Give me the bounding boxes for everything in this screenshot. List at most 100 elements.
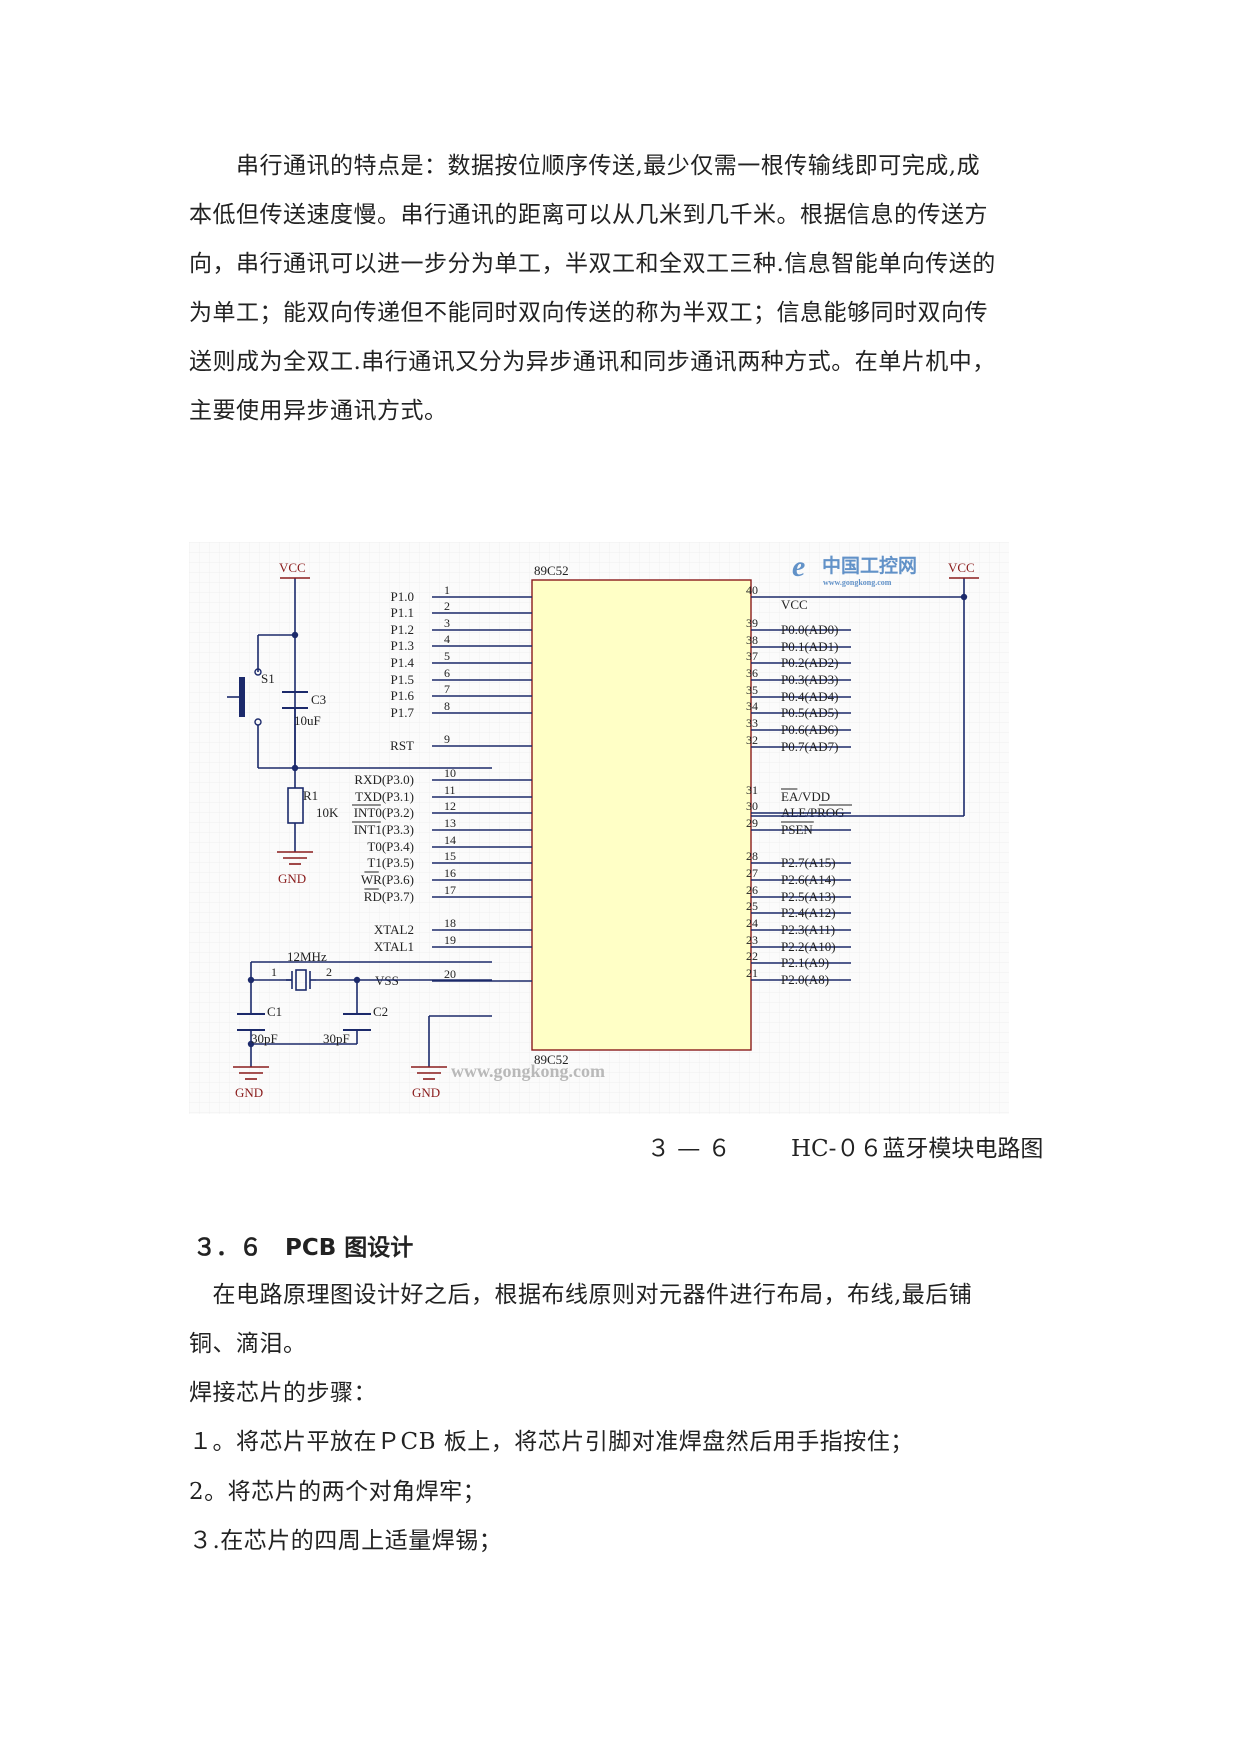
pin-number: 13 — [444, 816, 456, 830]
pin-number: 21 — [746, 966, 758, 980]
left-pins: 1P1.02P1.13P1.24P1.35P1.46P1.57P1.68P1.7… — [352, 583, 532, 988]
pin-label: EA/VDD — [781, 789, 830, 804]
pin-label: TXD(P3.1) — [355, 789, 414, 804]
pin-label: T0(P3.4) — [367, 839, 414, 854]
switch-s1: S1 — [227, 668, 275, 726]
pin-number: 11 — [444, 783, 456, 797]
paragraph-line: 串行通讯的特点是：数据按位顺序传送,最少仅需一根传输线即可完成,成 — [189, 153, 981, 179]
junction-dot — [960, 593, 968, 601]
junction-dot — [291, 631, 299, 639]
pin-label: ALE/PROG — [781, 805, 845, 820]
r1-value: 10K — [316, 805, 339, 820]
ground-symbol — [233, 1066, 269, 1080]
pin-number: 19 — [444, 933, 456, 947]
schematic-figure: 89C52 89C52 1P1.02P1.13P1.24P1.35P1.46P1… — [189, 542, 1009, 1114]
pin-number: 6 — [444, 666, 450, 680]
vcc-right-label: VCC — [948, 560, 975, 575]
pin-label: P2.5(A13) — [781, 889, 836, 904]
pin-number: 38 — [746, 633, 758, 647]
pin-label: P2.7(A15) — [781, 855, 836, 870]
vcc-left-symbol: VCC — [279, 560, 310, 579]
pin-label: P2.3(A11) — [781, 922, 835, 937]
pin-label: P0.3(AD3) — [781, 672, 838, 687]
chip-name-bottom: 89C52 — [534, 1052, 569, 1067]
pin-number: 22 — [746, 949, 758, 963]
paragraph-line: 本低但传送速度慢。串行通讯的距离可以从几米到几千米。根据信息的传送方 — [189, 202, 988, 228]
capacitor-c3: C3 10uF — [282, 691, 326, 728]
junction-dot — [353, 976, 361, 984]
vcc-left-label: VCC — [279, 560, 306, 575]
pin-label: P1.0 — [391, 589, 414, 604]
pin-number: 9 — [444, 732, 450, 746]
ground-symbol — [411, 1066, 447, 1080]
pin-label: P2.4(A12) — [781, 905, 836, 920]
c3-label: C3 — [311, 692, 326, 707]
pin-number: 25 — [746, 899, 758, 913]
paragraph-line: 主要使用异步通讯方式。 — [189, 398, 448, 424]
c1-value: 30pF — [251, 1031, 278, 1046]
pin-number: 24 — [746, 916, 758, 930]
pin-number: 26 — [746, 883, 758, 897]
pin-label: P2.6(A14) — [781, 872, 836, 887]
pin-number: 16 — [444, 866, 456, 880]
pin-label: P2.2(A10) — [781, 939, 836, 954]
pin-label: P1.7 — [391, 705, 415, 720]
pin-number: 3 — [444, 616, 450, 630]
gnd-crystal-label: GND — [235, 1085, 263, 1100]
list-item: ３.在芯片的四周上适量焊锡； — [189, 1528, 503, 1554]
gnd-left-label: GND — [278, 871, 306, 886]
pin-number: 39 — [746, 616, 758, 630]
pin-label: P0.1(AD1) — [781, 639, 838, 654]
pin-label: VCC — [781, 597, 808, 612]
crystal-pin-1: 1 — [271, 965, 277, 979]
pin-number: 36 — [746, 666, 758, 680]
pin-label: P0.0(AD0) — [781, 622, 838, 637]
pin-number: 17 — [444, 883, 456, 897]
pin-label: XTAL2 — [374, 922, 414, 937]
pin-label: P0.4(AD4) — [781, 689, 838, 704]
section-line: 在电路原理图设计好之后，根据布线原则对元器件进行布局，布线,最后铺 — [189, 1282, 973, 1308]
pin-number: 35 — [746, 683, 758, 697]
pin-number: 34 — [746, 699, 758, 713]
pin-label: XTAL1 — [374, 939, 414, 954]
pin-label: INT1(P3.3) — [354, 822, 414, 837]
chip-name-top: 89C52 — [534, 563, 569, 578]
ground-symbol — [277, 851, 313, 865]
switch-label: S1 — [261, 671, 275, 686]
paragraph-line: 向，串行通讯可以进一步分为单工，半双工和全双工三种.信息智能单向传送的 — [189, 251, 996, 277]
pin-number: 33 — [746, 716, 758, 730]
pin-number: 23 — [746, 933, 758, 947]
capacitor-c1: C1 30pF — [237, 1004, 282, 1046]
pin-number: 40 — [746, 583, 758, 597]
pin-label: T1(P3.5) — [367, 855, 414, 870]
section-line: 焊接芯片的步骤： — [189, 1380, 377, 1406]
crystal-12mhz: 12MHz 1 2 — [271, 949, 332, 991]
pin-label: P0.5(AD5) — [781, 705, 838, 720]
pin-number: 30 — [746, 799, 758, 813]
pin-number: 28 — [746, 849, 758, 863]
junctions — [247, 593, 968, 1048]
c1-label: C1 — [267, 1004, 282, 1019]
watermark-bottom: www.gongkong.com — [451, 1061, 605, 1081]
resistor-r1: R1 10K — [287, 787, 339, 824]
c3-value: 10uF — [294, 713, 321, 728]
pin-number: 20 — [444, 967, 456, 981]
pin-label: P1.6 — [391, 688, 415, 703]
crystal-label: 12MHz — [287, 949, 327, 964]
pin-label: PSEN — [781, 822, 813, 837]
pin-label: P0.2(AD2) — [781, 655, 838, 670]
pin-number: 27 — [746, 866, 758, 880]
watermark-logo-text: 中国工控网 — [822, 554, 917, 577]
pin-number: 2 — [444, 599, 450, 613]
figure-number: ３ — ６ — [647, 1136, 731, 1162]
junction-dot — [247, 976, 255, 984]
pin-label: P2.0(A8) — [781, 972, 829, 987]
list-item: １。将芯片平放在ＰCB 板上，将芯片引脚对准焊盘然后用手指按住； — [189, 1429, 914, 1455]
pin-label: P1.3 — [391, 638, 414, 653]
gnd-vss-label: GND — [412, 1085, 440, 1100]
pin-number: 12 — [444, 799, 456, 813]
pin-label: RXD(P3.0) — [354, 772, 414, 787]
figure-title: HC-０６蓝牙模块电路图 — [791, 1136, 1044, 1162]
pin-label: P0.6(AD6) — [781, 722, 838, 737]
